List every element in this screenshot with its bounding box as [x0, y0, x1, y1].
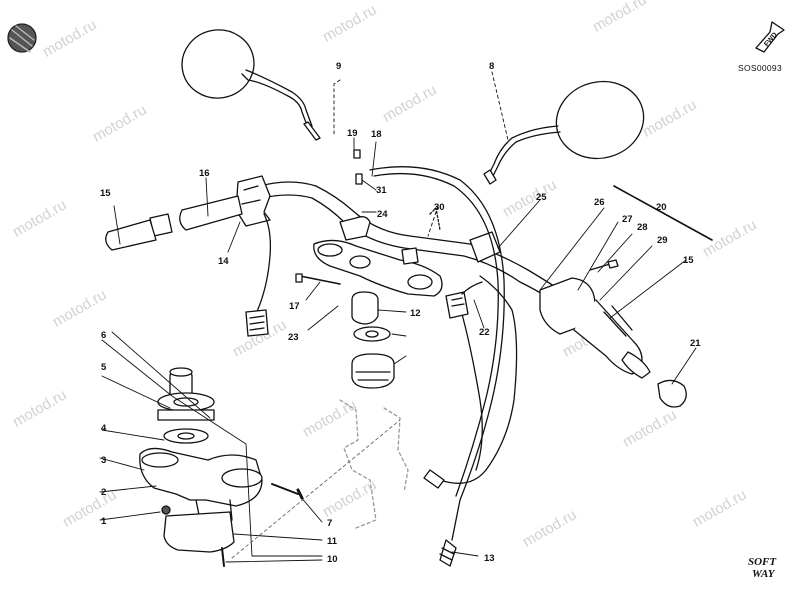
steering-stem-parts [351, 291, 395, 389]
forward-arrow-icon: FWD [755, 21, 785, 53]
callout-15: 15 [100, 188, 111, 199]
callout-26: 26 [594, 197, 605, 208]
leader-lines [99, 71, 713, 563]
callout-12: 12 [410, 308, 421, 319]
callout-15b: 15 [683, 255, 694, 266]
callout-29: 29 [657, 235, 668, 246]
callout-16: 16 [199, 168, 210, 179]
left-mirror [181, 29, 321, 141]
callout-18: 18 [371, 129, 382, 140]
callout-19: 19 [347, 128, 358, 139]
callout-25: 25 [536, 192, 547, 203]
callout-5: 5 [101, 362, 107, 373]
softway-logo-top: SOFT [748, 556, 777, 568]
callout-3: 3 [101, 455, 106, 466]
callout-6: 6 [101, 330, 106, 341]
callout-8: 8 [489, 61, 494, 72]
callout-28: 28 [637, 222, 648, 233]
softway-logo-bottom: WAY [752, 568, 775, 580]
callout-4: 4 [101, 423, 107, 434]
callout-9: 9 [336, 61, 341, 72]
right-mirror [483, 80, 645, 185]
connector-22 [445, 281, 483, 319]
callout-10: 10 [327, 554, 338, 565]
callout-2: 2 [101, 487, 106, 498]
callout-17: 17 [289, 301, 300, 312]
cables [369, 166, 518, 567]
callout-22: 22 [479, 327, 490, 338]
callout-13: 13 [484, 553, 495, 564]
left-grip [105, 195, 243, 251]
callout-31: 31 [376, 185, 387, 196]
steering-column-outline [339, 399, 409, 529]
diagram-code: SOS00093 [738, 63, 782, 73]
callout-14: 14 [218, 256, 229, 267]
corner-emblem [7, 23, 37, 53]
left-switch-housing [235, 175, 272, 337]
handlebar [259, 181, 561, 301]
callout-20: 20 [656, 202, 667, 213]
callout-30: 30 [434, 202, 445, 213]
right-switch-throttle [469, 231, 687, 408]
callout-23: 23 [288, 332, 299, 343]
callout-27: 27 [622, 214, 633, 225]
callout-24: 24 [377, 209, 388, 220]
callout-7: 7 [327, 518, 332, 529]
callout-21: 21 [690, 338, 701, 349]
callout-1: 1 [101, 516, 107, 527]
top-triple-clamp [313, 216, 443, 297]
callout-labels: 1 2 3 4 5 6 7 8 9 10 11 12 13 14 15 15 1… [100, 61, 701, 565]
lower-triple-clamp [139, 367, 304, 567]
callout-11: 11 [327, 536, 338, 547]
bolts [295, 149, 619, 285]
